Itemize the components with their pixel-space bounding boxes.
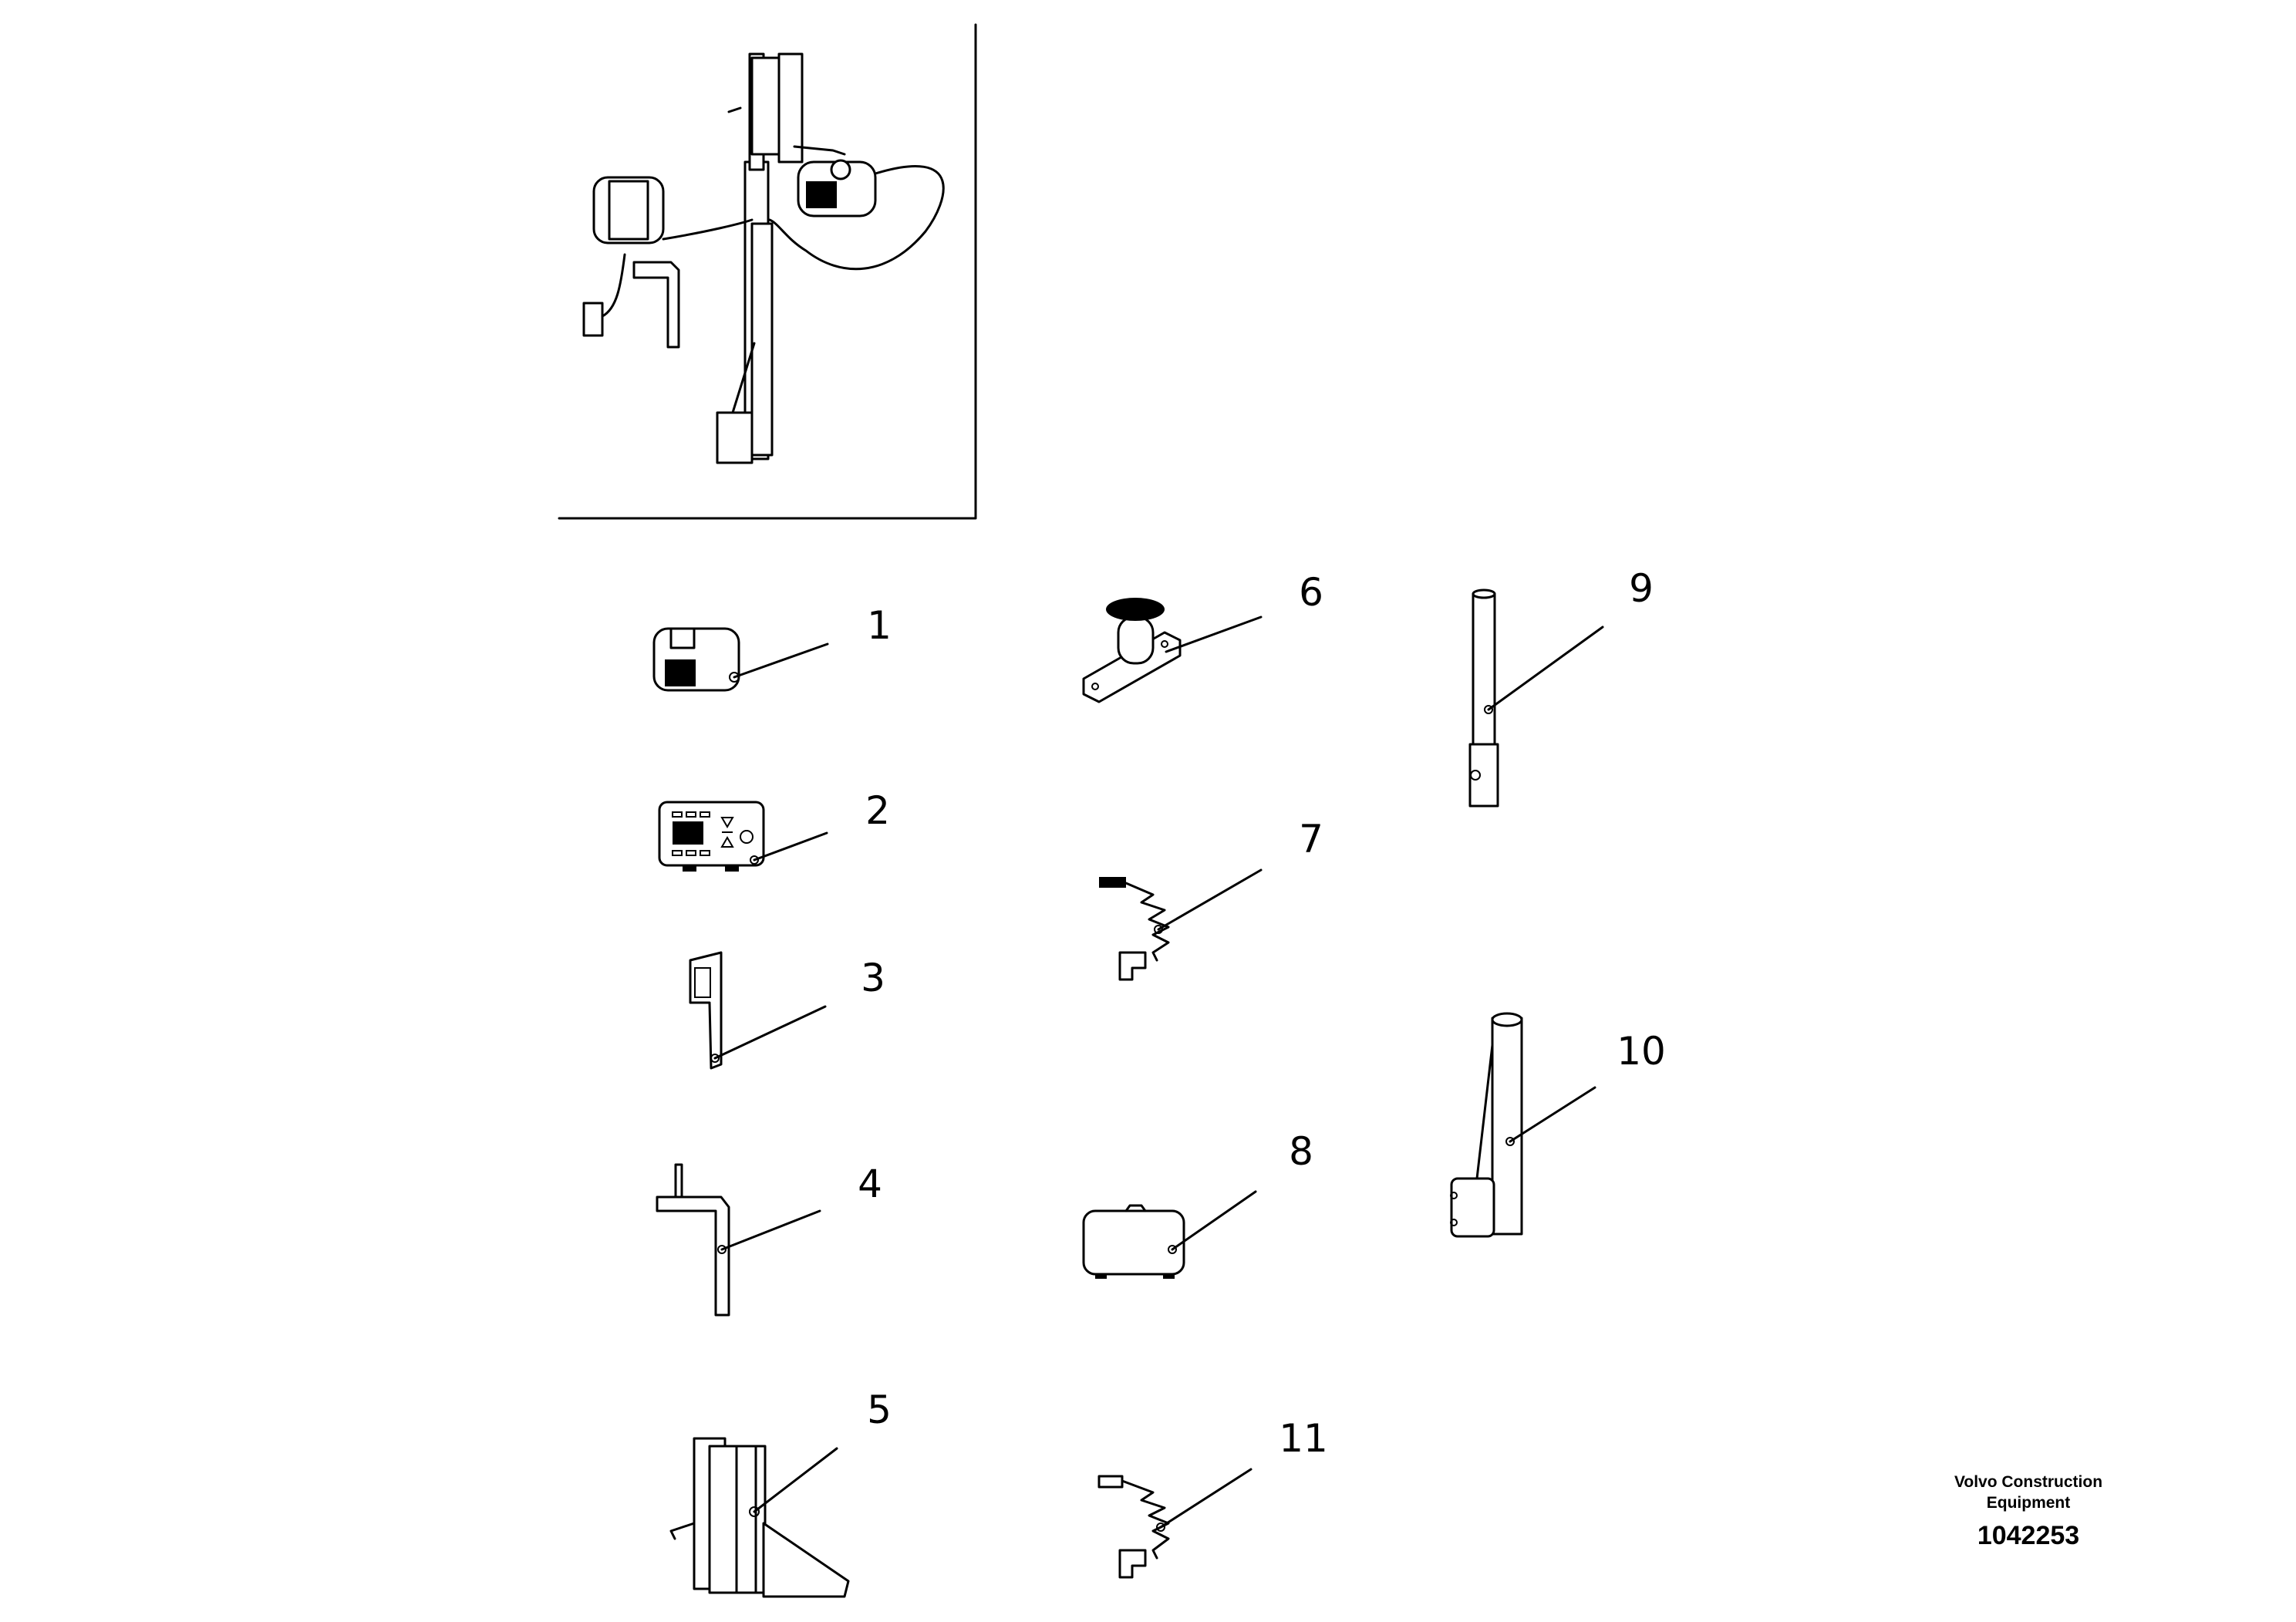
callout-8: 8 bbox=[1289, 1129, 1313, 1174]
part-10-mast-clamp bbox=[1450, 1012, 1596, 1238]
assembly-overview bbox=[558, 23, 977, 520]
part-3-mounting-bracket bbox=[689, 951, 827, 1070]
part-4-l-bracket bbox=[656, 1163, 821, 1317]
part-11-cable bbox=[1097, 1468, 1253, 1579]
callout-3: 3 bbox=[861, 956, 885, 1000]
callout-7: 7 bbox=[1299, 817, 1323, 862]
callout-11: 11 bbox=[1279, 1416, 1328, 1461]
part-5-clamp-arm bbox=[669, 1437, 850, 1598]
callout-2: 2 bbox=[865, 788, 890, 833]
drawing-code: 1042253 bbox=[1977, 1521, 2080, 1550]
callout-9: 9 bbox=[1629, 566, 1654, 611]
part-2-control-unit bbox=[658, 801, 828, 872]
callout-4: 4 bbox=[858, 1162, 882, 1206]
callout-6: 6 bbox=[1299, 570, 1323, 615]
brand-line-2: Equipment bbox=[1986, 1494, 2071, 1512]
callout-10: 10 bbox=[1617, 1029, 1666, 1074]
brand-line-1: Volvo Construction bbox=[1954, 1473, 2103, 1491]
part-7-coiled-cable bbox=[1099, 868, 1263, 981]
part-1-motor-unit bbox=[652, 627, 829, 692]
part-8-carrying-case bbox=[1082, 1190, 1257, 1279]
callout-5: 5 bbox=[867, 1388, 892, 1432]
part-6-receiver-base bbox=[1082, 598, 1263, 703]
overview-frame-border bbox=[558, 23, 977, 520]
part-9-mast-tube bbox=[1468, 588, 1604, 808]
callout-1: 1 bbox=[867, 603, 892, 648]
brand-block: Volvo Construction Equipment 1042253 bbox=[1913, 1472, 2144, 1551]
